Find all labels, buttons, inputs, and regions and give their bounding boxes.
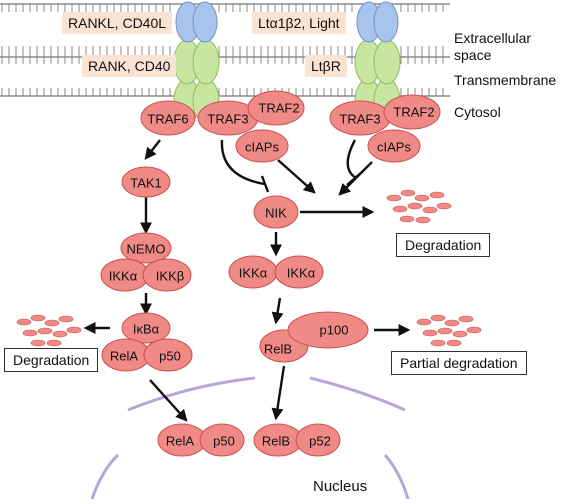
fragments-nik xyxy=(386,189,452,224)
label-nucleus: Nucleus xyxy=(313,478,368,495)
degradation-box-ikba: Degradation xyxy=(4,348,99,372)
receptor-left xyxy=(173,1,220,124)
inhibit-traf3-nik xyxy=(220,139,265,186)
node-traf6 xyxy=(140,100,196,136)
fragments-ikba xyxy=(16,314,82,347)
label-ikka-nc1: IKKα xyxy=(239,266,268,281)
node-p100 xyxy=(287,311,369,349)
node-p50-nuc xyxy=(199,423,245,457)
degradation-box-nik: Degradation xyxy=(396,233,491,257)
label-relb-cyto: RelB xyxy=(264,342,292,357)
label-ikka-canonical: IKKα xyxy=(109,269,138,284)
label-space: space xyxy=(454,47,492,63)
label-cytosol: Cytosol xyxy=(454,104,501,120)
node-ikba xyxy=(121,312,171,344)
label-traf3-left: TRAF3 xyxy=(207,112,248,127)
label-traf2-right: TRAF2 xyxy=(393,105,434,120)
node-ciaps-left xyxy=(235,129,289,163)
label-ciaps-right: cIAPs xyxy=(377,140,411,155)
receptor-label-ltbr: LtβR xyxy=(305,55,347,77)
arrow-ciaps-to-nik xyxy=(277,159,316,194)
arrow-ikka-to-relb-p100 xyxy=(271,297,284,325)
node-ikka-nc2 xyxy=(274,255,324,289)
node-ikkb xyxy=(142,258,192,292)
node-tak1 xyxy=(121,166,171,198)
pathway-edges xyxy=(83,139,411,422)
label-ikka-nc2: IKKα xyxy=(287,266,316,281)
label-p50-cyto: p50 xyxy=(159,349,181,364)
label-nemo: NEMO xyxy=(127,242,166,257)
inhibit-traf3r-nik xyxy=(346,139,357,180)
arrow-traf6-to-tak1 xyxy=(144,139,161,160)
protein-labels: TRAF6 TRAF3 TRAF2 cIAPs TRAF3 TRAF2 cIAP… xyxy=(109,101,435,449)
label-extracellular: Extracellular xyxy=(454,30,532,46)
fragments-p100 xyxy=(416,314,482,347)
receptor-label-rank: RANK, CD40 xyxy=(82,55,177,77)
node-nemo xyxy=(120,232,172,264)
nuclear-envelope xyxy=(90,376,410,500)
label-transmembrane: Transmembrane xyxy=(454,72,557,88)
label-ikkb: IKKβ xyxy=(156,269,184,284)
label-p50-nuc: p50 xyxy=(213,434,235,449)
label-traf6: TRAF6 xyxy=(147,112,188,127)
label-relb-nuc: RelB xyxy=(262,434,290,449)
arrow-relb-to-nucleus xyxy=(271,365,286,421)
label-p52: p52 xyxy=(309,434,331,449)
node-nik xyxy=(253,195,299,229)
node-p50-cyto xyxy=(143,338,193,372)
label-rela-cyto: RelA xyxy=(110,349,139,364)
node-traf2-left xyxy=(247,90,305,126)
label-traf3-right: TRAF3 xyxy=(339,112,380,127)
label-nik: NIK xyxy=(265,206,287,221)
node-ciaps-right xyxy=(367,129,421,163)
protein-nodes xyxy=(100,90,441,457)
partial-degradation-box: Partial degradation xyxy=(391,351,527,375)
label-traf2-left: TRAF2 xyxy=(258,101,299,116)
label-p100: p100 xyxy=(320,323,349,338)
label-rela-nuc: RelA xyxy=(166,434,195,449)
arrow-rela-p50-to-nucleus xyxy=(149,379,188,422)
label-ikba: IκBα xyxy=(133,322,160,337)
node-traf2-right xyxy=(383,94,441,130)
label-tak1: TAK1 xyxy=(130,176,162,191)
node-p52 xyxy=(295,423,341,457)
ligand-label-lta1b2: Ltα1β2, Light xyxy=(252,12,346,34)
arrow-ciapsr-to-nik xyxy=(338,161,373,196)
label-ciaps-left: cIAPs xyxy=(245,140,279,155)
ligand-label-rankl: RANKL, CD40L xyxy=(62,12,173,34)
